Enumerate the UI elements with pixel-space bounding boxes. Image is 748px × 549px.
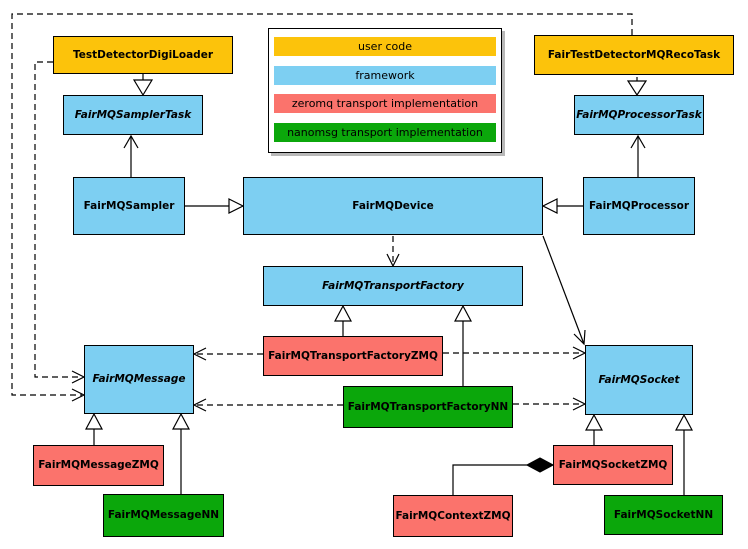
edge-inheritance-fairmqmessagenn-fairmqmessage — [172, 412, 190, 494]
edge-composition-fairmqcontextzmq-fairmqsocketzmq — [452, 457, 555, 495]
legend-item-nanomsg: nanomsg transport implementation — [274, 122, 496, 142]
node-fairmqmessagenn: FairMQMessageNN — [103, 494, 224, 537]
edge-dependency-fairmqdevice-fairmqtransportfactory — [386, 236, 400, 268]
edge-inheritance-testdetectordigiloader-fairmqsamplertask — [132, 74, 154, 97]
node-fairmqsampler: FairMQSampler — [73, 177, 185, 235]
node-fairmqtransportfactory: FairMQTransportFactory — [263, 266, 523, 306]
node-fairmqprocessortask: FairMQProcessorTask — [574, 95, 704, 135]
edge-association-fairmqprocessor-fairmqprocessortask — [630, 134, 646, 177]
edge-inheritance-fairmqtransportfactorynn-fairmqtransportfactory — [454, 304, 472, 386]
node-fairmqsocket: FairMQSocket — [585, 345, 693, 415]
node-fairmqsamplertask: FairMQSamplerTask — [63, 95, 203, 135]
legend-item-framework: framework — [274, 65, 496, 85]
legend-item-user-code: user code — [274, 37, 496, 56]
node-fairtestdetectormqrecotask: FairTestDetectorMQRecoTask — [534, 35, 734, 75]
edge-inheritance-fairmqsocketzmq-fairmqsocket — [585, 413, 603, 445]
node-fairmqcontextzmq: FairMQContextZMQ — [393, 495, 513, 537]
node-fairmqsocketzmq: FairMQSocketZMQ — [553, 445, 673, 485]
node-fairmqdevice: FairMQDevice — [243, 177, 543, 235]
edge-dependency-fairmqtransportfactoryzmq-fairmqsocket — [443, 346, 587, 360]
node-fairmqmessage: FairMQMessage — [84, 345, 194, 414]
node-fairmqmessagezmq: FairMQMessageZMQ — [33, 445, 164, 486]
legend-item-zeromq: zeromq transport implementation — [274, 94, 496, 114]
node-fairmqtransportfactoryzmq: FairMQTransportFactoryZMQ — [263, 336, 443, 376]
edge-inheritance-fairmqprocessor-fairmqdevice — [541, 198, 583, 214]
edge-dependency-fairmqtransportfactorynn-fairmqsocket — [513, 397, 587, 411]
edge-inheritance-fairmqsocketnn-fairmqsocket — [675, 413, 693, 495]
edge-dependency-fairmqtransportfactoryzmq-fairmqmessage — [192, 347, 263, 361]
edge-dependency-fairmqtransportfactorynn-fairmqmessage — [192, 398, 343, 412]
edge-inheritance-fairmqsampler-fairmqdevice — [185, 198, 245, 214]
node-testdetectordigiloader: TestDetectorDigiLoader — [53, 36, 233, 74]
legend: user code framework zeromq transport imp… — [268, 28, 502, 153]
node-fairmqsocketnn: FairMQSocketNN — [604, 495, 723, 535]
node-fairmqtransportfactorynn: FairMQTransportFactoryNN — [343, 386, 513, 428]
edge-association-fairmqsampler-fairmqsamplertask — [123, 134, 139, 177]
edge-inheritance-fairmqmessagezmq-fairmqmessage — [85, 412, 103, 445]
edge-association-fairmqdevice-fairmqsocket — [542, 235, 586, 346]
edge-inheritance-fairtestdetectormqrecotask-fairmqprocessortask — [626, 77, 648, 97]
edge-inheritance-fairmqtransportfactoryzmq-fairmqtransportfactory — [334, 304, 352, 336]
node-fairmqprocessor: FairMQProcessor — [583, 177, 695, 235]
